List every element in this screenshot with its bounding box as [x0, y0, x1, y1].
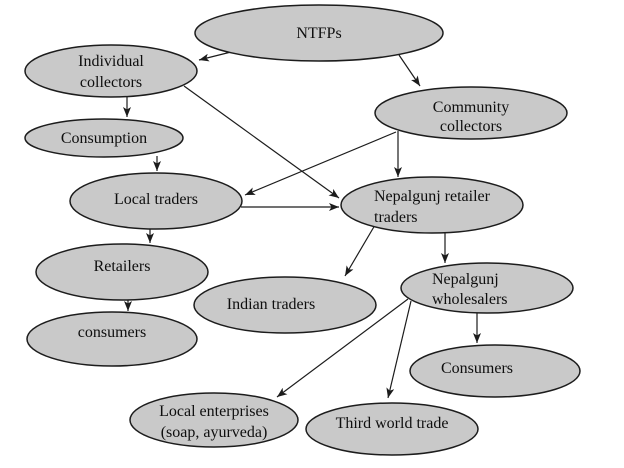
node-local-enterprises-label-line1: Local enterprises	[159, 403, 269, 420]
arrow-nepalgunj-wholesalers-to-local-enterprises	[276, 298, 409, 398]
node-local-traders-shape	[69, 172, 243, 230]
node-nepalgunj-wholesalers: Nepalgunj wholesalers	[400, 262, 574, 314]
node-ntfps-shape	[194, 4, 444, 62]
arrow-nepalgunj-retailer-traders-to-indian-traders	[344, 224, 376, 277]
node-nepalgunj-retailer-traders-shape	[340, 176, 524, 234]
node-local-enterprises: Local enterprises (soap, ayurveda)	[129, 392, 299, 448]
node-third-world-trade: Third world trade	[305, 402, 479, 456]
node-ntfps-label: NTFPs	[296, 25, 341, 42]
node-indian-traders-shape	[193, 276, 377, 334]
node-community-collectors-shape	[374, 86, 568, 140]
node-local-traders-label: Local traders	[114, 191, 198, 208]
arrow-ntfps-to-community-collectors	[398, 54, 421, 87]
arrow-nepalgunj-wholesalers-to-third-world-trade	[386, 300, 412, 399]
node-consumers-wholesale-shape	[409, 344, 581, 398]
node-retailers-shape	[35, 243, 209, 301]
node-retailers: Retailers	[35, 243, 209, 301]
node-consumers-local-label: consumers	[78, 324, 146, 341]
node-individual-collectors-label-line1: Individual	[78, 53, 144, 70]
node-nepalgunj-retailer-traders-label-line1: Nepalgunj retailer	[374, 188, 491, 205]
diagram-edges	[123, 51, 481, 399]
arrow-community-collectors-to-local-traders	[244, 131, 397, 196]
node-individual-collectors: Individual collectors	[24, 44, 198, 98]
node-community-collectors: Community collectors	[374, 86, 568, 140]
node-consumption-label: Consumption	[61, 130, 147, 147]
node-nepalgunj-wholesalers-shape	[400, 262, 574, 314]
node-consumers-wholesale-label: Consumers	[441, 360, 513, 377]
node-individual-collectors-label-line2: collectors	[80, 74, 142, 91]
node-ntfps: NTFPs	[194, 4, 444, 62]
node-community-collectors-label-line1: Community	[433, 99, 509, 116]
node-third-world-trade-label: Third world trade	[336, 415, 449, 432]
node-consumers-local: consumers	[26, 311, 198, 367]
node-consumption-shape	[24, 118, 184, 158]
node-consumption: Consumption	[24, 118, 184, 158]
node-nepalgunj-wholesalers-label-line2: wholesalers	[432, 291, 508, 308]
node-nepalgunj-wholesalers-label-line1: Nepalgunj	[432, 271, 499, 288]
node-consumers-wholesale: Consumers	[409, 344, 581, 398]
node-local-enterprises-shape	[129, 392, 299, 448]
node-nepalgunj-retailer-traders: Nepalgunj retailer traders	[340, 176, 524, 234]
arrow-ntfps-to-individual-collectors	[198, 51, 232, 62]
node-consumers-local-shape	[26, 311, 198, 367]
diagram-nodes: NTFPs Individual collectors Consumption …	[24, 4, 581, 456]
node-community-collectors-label-line2: collectors	[440, 118, 502, 135]
node-nepalgunj-retailer-traders-label-line2: traders	[374, 209, 418, 226]
node-local-enterprises-label-line2: (soap, ayurveda)	[161, 424, 268, 441]
node-indian-traders-label: Indian traders	[227, 296, 315, 313]
node-indian-traders: Indian traders	[193, 276, 377, 334]
arrow-individual-collectors-to-nepalgunj-retailer-traders	[183, 85, 340, 199]
node-third-world-trade-shape	[305, 402, 479, 456]
node-individual-collectors-shape	[24, 44, 198, 98]
node-retailers-label: Retailers	[94, 258, 151, 275]
node-local-traders: Local traders	[69, 172, 243, 230]
